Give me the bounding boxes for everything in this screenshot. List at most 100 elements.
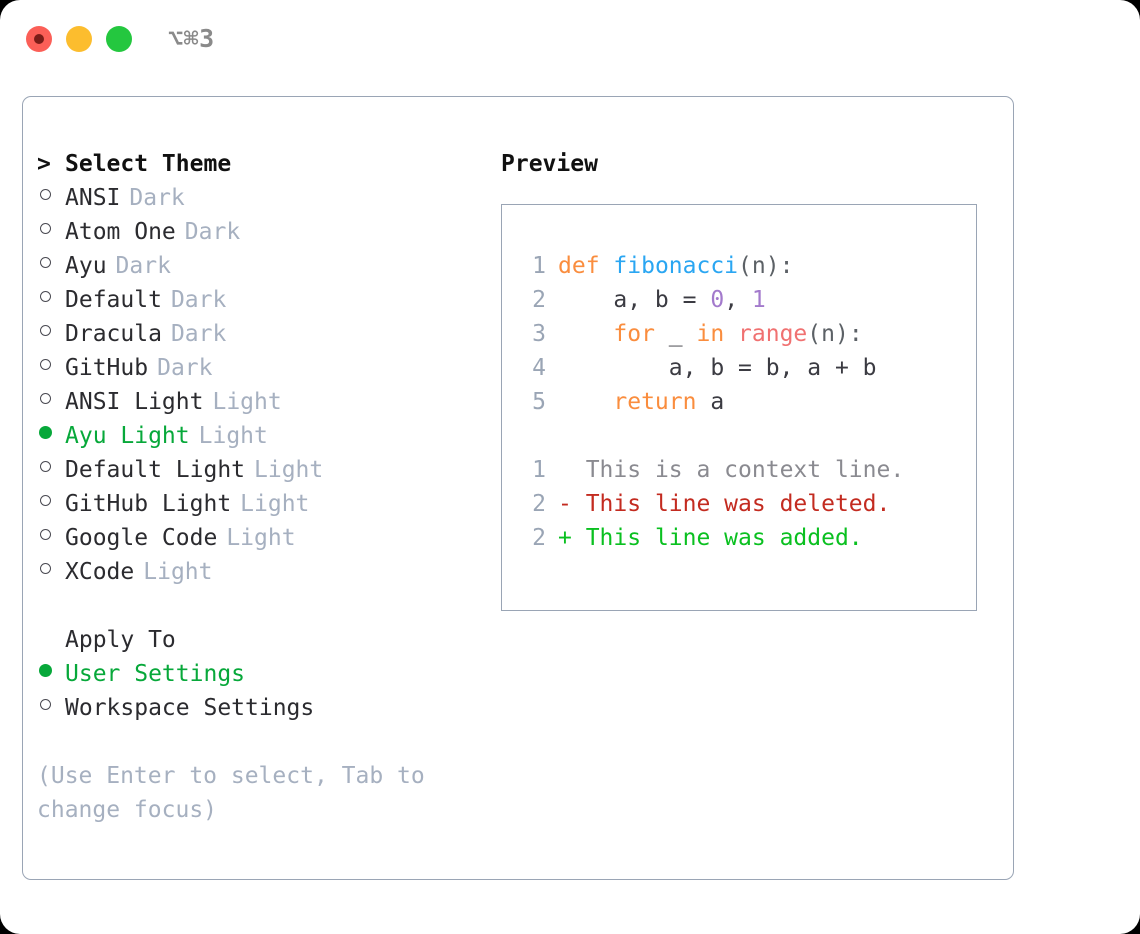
theme-option-google-code[interactable]: Google Code Light <box>37 521 477 555</box>
theme-variant-tag: Dark <box>170 321 227 347</box>
code-token-plain <box>558 389 613 415</box>
title-bar: ⌥⌘3 <box>0 0 1140 78</box>
diff-line-add: 2 + This line was added. <box>520 521 976 555</box>
theme-variant-tag: Light <box>254 457 324 483</box>
minimize-button[interactable] <box>66 26 92 52</box>
code-token-fn: fibonacci <box>613 253 739 279</box>
theme-variant-tag: Light <box>143 559 213 585</box>
code-token-num: 0 <box>710 287 725 313</box>
code-line-text: def fibonacci(n): <box>558 249 793 283</box>
theme-variant-tag: Dark <box>115 253 171 279</box>
heading-caret-icon: > <box>37 151 65 177</box>
code-line-text: for _ in range(n): <box>558 317 863 351</box>
theme-option-github-light[interactable]: GitHub Light Light <box>37 487 477 521</box>
code-token-kw: def <box>558 253 600 279</box>
keyboard-hint: (Use Enter to select, Tab to change focu… <box>37 763 425 823</box>
code-line-text: return a <box>558 385 724 419</box>
diff-line-text: This line was added. <box>571 525 863 551</box>
theme-option-label: Dracula <box>65 321 162 347</box>
theme-variant-tag: Light <box>198 423 268 449</box>
maximize-button[interactable] <box>106 26 132 52</box>
code-line-text: a, b = 0, 1 <box>558 283 766 317</box>
code-line-number: 2 <box>532 287 546 313</box>
code-line-number: 3 <box>532 321 546 347</box>
code-token-plain <box>724 321 738 347</box>
select-theme-heading: > Select Theme <box>37 147 477 181</box>
apply-to-option-label: Workspace Settings <box>65 695 315 721</box>
theme-variant-tag: Light <box>240 491 310 517</box>
theme-option-ansi-light[interactable]: ANSI Light Light <box>37 385 477 419</box>
window-title: ⌥⌘3 <box>168 24 215 53</box>
code-token-plain: _ <box>654 321 697 347</box>
theme-option-label: GitHub Light <box>65 491 232 517</box>
theme-option-github[interactable]: GitHub Dark <box>37 351 477 385</box>
theme-variant-tag: Dark <box>157 355 213 381</box>
code-token-plain: a, b = <box>558 287 711 313</box>
theme-variant-tag: Dark <box>129 185 185 211</box>
code-token-plain: , <box>724 287 752 313</box>
code-line-text: a, b = b, a + b <box>558 351 877 385</box>
diff-snippet: 1 This is a context line.2- This line wa… <box>520 453 976 555</box>
code-token-punct: (n): <box>807 321 863 347</box>
code-token-plain <box>558 321 613 347</box>
diff-sign: - <box>558 491 572 517</box>
code-token-builtin: range <box>738 321 808 347</box>
code-line-number: 5 <box>532 389 546 415</box>
theme-option-label: Google Code <box>65 525 218 551</box>
diff-line-number: 2 <box>532 491 546 517</box>
diff-line-text: This line was deleted. <box>571 491 891 517</box>
code-spacer <box>520 419 976 453</box>
diff-line-number: 2 <box>532 525 546 551</box>
close-button[interactable] <box>26 26 52 52</box>
apply-to-option-label: User Settings <box>65 661 246 687</box>
theme-option-label: Ayu <box>65 253 107 279</box>
code-token-kw: return <box>613 389 697 415</box>
code-line: 2 a, b = 0, 1 <box>520 283 976 317</box>
theme-option-label: Default <box>65 287 162 313</box>
apply-to-heading: Apply To <box>65 627 176 653</box>
code-line: 4 a, b = b, a + b <box>520 351 976 385</box>
apply-to-option-workspace-settings[interactable]: Workspace Settings <box>37 691 477 725</box>
preview-heading: Preview <box>501 151 598 177</box>
diff-sign: + <box>558 525 572 551</box>
theme-option-dracula[interactable]: Dracula Dark <box>37 317 477 351</box>
code-line-number: 4 <box>532 355 546 381</box>
code-token-plain: a, b = b, a + b <box>558 355 877 381</box>
code-token-plain <box>600 253 614 279</box>
code-line: 5 return a <box>520 385 976 419</box>
theme-option-label: ANSI Light <box>65 389 204 415</box>
code-token-plain: a <box>696 389 725 415</box>
code-token-num: 1 <box>751 287 766 313</box>
theme-option-default-light[interactable]: Default Light Light <box>37 453 477 487</box>
select-theme-heading-label: Select Theme <box>65 151 232 177</box>
theme-option-label: GitHub <box>65 355 149 381</box>
code-token-punct: (n): <box>738 253 794 279</box>
code-token-kw: for <box>613 321 655 347</box>
diff-line-number: 1 <box>532 457 546 483</box>
theme-variant-tag: Light <box>212 389 282 415</box>
diff-line-del: 2- This line was deleted. <box>520 487 976 521</box>
theme-option-label: Default Light <box>65 457 246 483</box>
theme-option-ayu[interactable]: Ayu Dark <box>37 249 477 283</box>
diff-sign <box>558 453 572 487</box>
theme-option-label: Atom One <box>65 219 176 245</box>
theme-variant-tag: Light <box>226 525 296 551</box>
code-line: 3 for _ in range(n): <box>520 317 976 351</box>
diff-line-ctx: 1 This is a context line. <box>520 453 976 487</box>
apply-to-option-user-settings[interactable]: User Settings <box>37 657 477 691</box>
